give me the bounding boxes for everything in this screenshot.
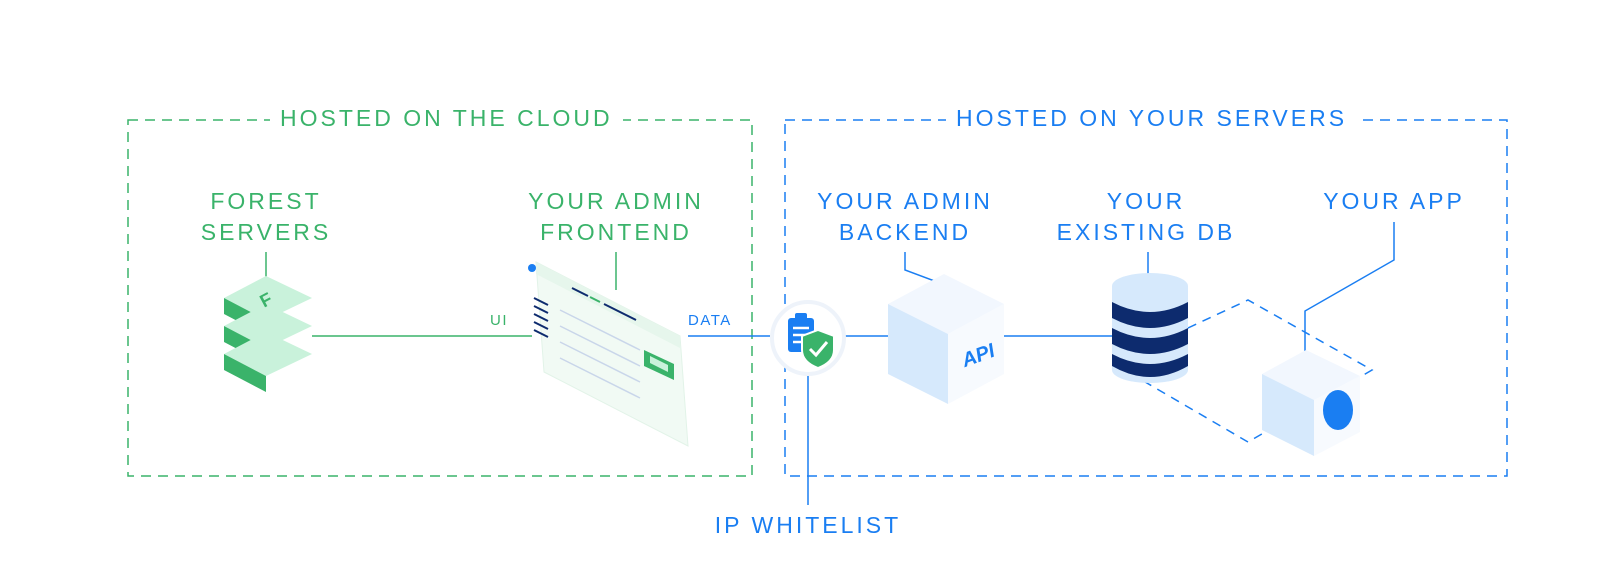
admin-frontend-label-line2: FRONTEND: [540, 219, 692, 245]
api-cube-icon: API: [888, 274, 1004, 404]
forest-servers-label-line2: SERVERS: [200, 219, 332, 245]
database-icon: [1112, 273, 1188, 383]
existing-db-label-line2: EXISTING DB: [1056, 219, 1236, 245]
ip-whitelist-label: IP WHITELIST: [714, 512, 902, 538]
browser-window-icon: [528, 261, 689, 447]
app-leader-line: [1304, 222, 1395, 358]
data-connection-label: DATA: [688, 312, 732, 329]
ui-connection-label: UI: [490, 312, 508, 329]
admin-frontend-label: YOUR ADMIN FRONTEND: [506, 186, 726, 248]
forest-logo-stack-icon: F: [224, 276, 312, 392]
app-label: YOUR APP: [1323, 188, 1465, 214]
admin-backend-label-line1: YOUR ADMIN: [817, 188, 993, 214]
admin-frontend-label-line1: YOUR ADMIN: [528, 188, 704, 214]
admin-backend-label: YOUR ADMIN BACKEND: [795, 186, 1015, 248]
cloud-zone-title: HOSTED ON THE CLOUD: [270, 105, 623, 132]
servers-zone-title: HOSTED ON YOUR SERVERS: [946, 105, 1358, 132]
existing-db-label: YOUR EXISTING DB: [1036, 186, 1256, 248]
admin-backend-label-line2: BACKEND: [838, 219, 972, 245]
app-cube-icon: [1262, 350, 1360, 456]
forest-servers-label: FOREST SERVERS: [176, 186, 356, 248]
existing-db-label-line1: YOUR: [1106, 188, 1186, 214]
shield-clipboard-icon: [770, 300, 846, 376]
forest-servers-label-line1: FOREST: [210, 188, 322, 214]
